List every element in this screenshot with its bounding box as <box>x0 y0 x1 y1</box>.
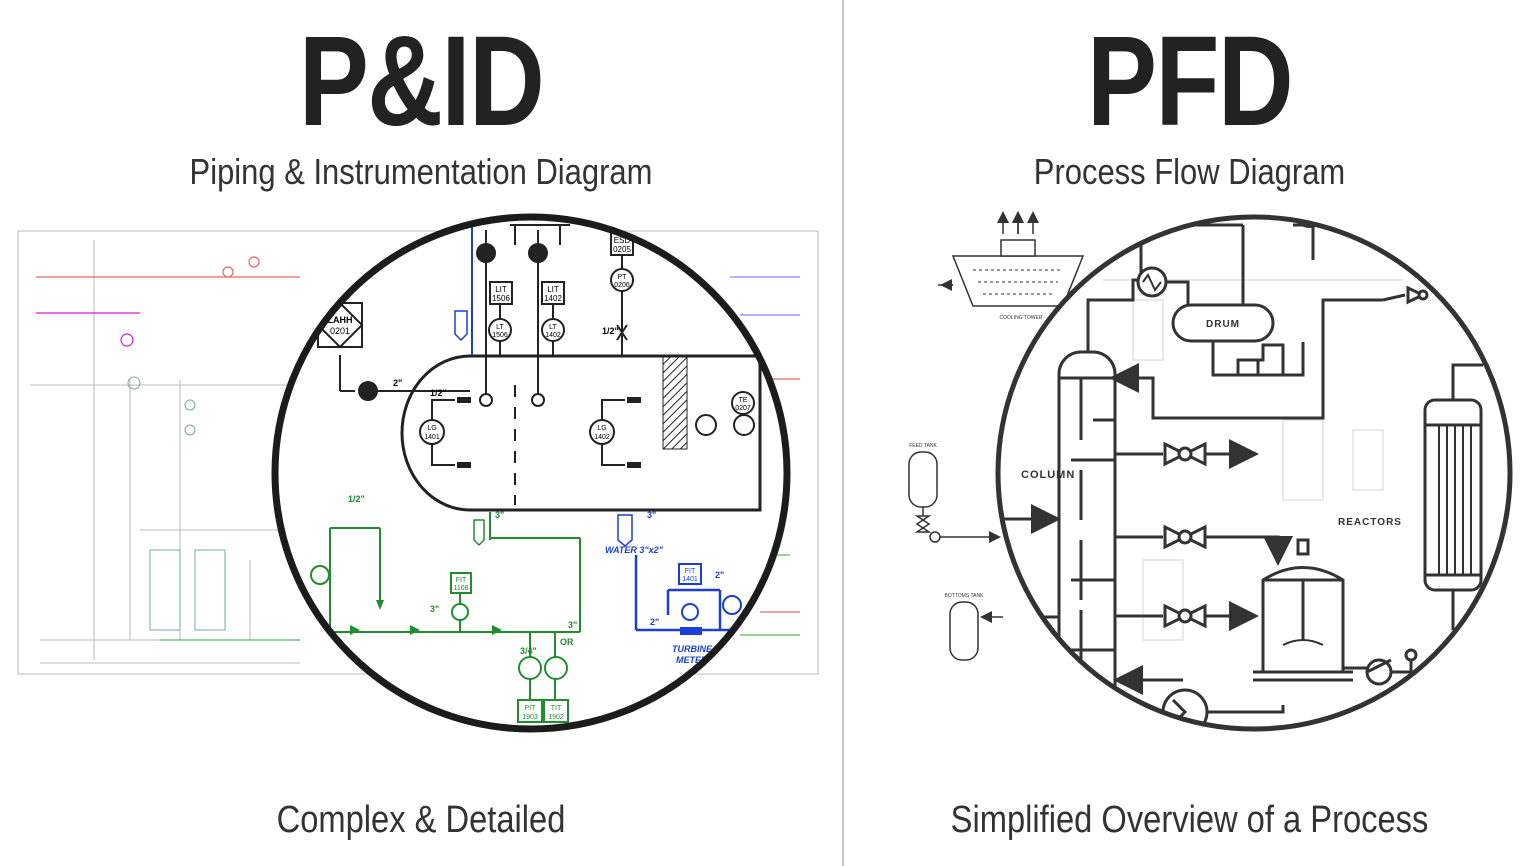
svg-text:LAHH: LAHH <box>328 315 353 325</box>
svg-text:PIT: PIT <box>525 705 537 712</box>
pid-lsh-left-icon <box>476 243 496 263</box>
svg-text:1108: 1108 <box>453 585 468 592</box>
svg-text:LIT: LIT <box>547 285 559 294</box>
pid-caption: Complex & Detailed <box>276 799 566 841</box>
pfd-cooling-tower-label: COOLING TOWER <box>1000 315 1043 321</box>
svg-text:3": 3" <box>568 620 577 630</box>
pid-red-line <box>36 256 800 613</box>
pid-lit-1402: LIT 1402 <box>541 281 565 305</box>
pid-panel: P&ID Piping & Instrumentation Diagram <box>17 10 819 841</box>
pfd-bottoms-tank <box>949 601 1003 661</box>
svg-text:3": 3" <box>495 510 504 520</box>
pfd-drum <box>1171 303 1275 343</box>
svg-text:1/2": 1/2" <box>430 388 447 398</box>
pid-lg-1402: LG 1402 <box>589 397 641 468</box>
pid-pit-1903: PIT 1903 <box>517 656 543 723</box>
pfd-reactors-label: REACTORS <box>1338 517 1402 528</box>
pid-lit-1506: LIT 1506 <box>489 281 513 305</box>
pfd-cooling-tower <box>938 211 1085 307</box>
pfd-feed-tank-label: FEED TANK <box>909 443 937 449</box>
svg-text:3/4": 3/4" <box>520 646 537 656</box>
pid-vessel <box>400 354 762 512</box>
pid-fit-1108: FIT 1108 <box>450 572 472 621</box>
svg-text:TIT: TIT <box>551 705 562 712</box>
svg-text:LT: LT <box>549 324 557 331</box>
svg-text:ESD: ESD <box>614 236 631 245</box>
pfd-panel: PFD Process Flow Diagram <box>843 0 1536 866</box>
svg-text:1506: 1506 <box>492 294 510 303</box>
pid-magnified-content: LAHH 0201 LIT 1506 LIT 1402 LT 1506 <box>300 222 762 723</box>
svg-text:LIT: LIT <box>495 285 507 294</box>
pid-blue-faint <box>730 276 800 316</box>
svg-text:FIT: FIT <box>685 568 696 575</box>
pid-blue-tag <box>454 310 468 342</box>
pid-lsh-side-icon <box>358 381 378 401</box>
svg-text:METER: METER <box>676 655 708 665</box>
svg-text:0201: 0201 <box>330 326 350 336</box>
pid-pt-0206: PT 0206 <box>610 268 634 292</box>
pid-te-0207: TE 0207 <box>695 391 755 436</box>
svg-text:1402: 1402 <box>594 434 610 441</box>
svg-text:LT: LT <box>496 324 504 331</box>
svg-text:1506: 1506 <box>492 332 508 339</box>
pfd-column-label: COLUMN <box>1021 469 1075 481</box>
pfd-reactor-vessel <box>1253 538 1353 682</box>
svg-text:LG: LG <box>427 425 436 432</box>
svg-text:0206: 0206 <box>614 282 630 289</box>
pid-subtitle: Piping & Instrumentation Diagram <box>189 151 653 192</box>
pid-tit-1902: TIT 1902 <box>543 656 569 723</box>
pid-magenta-line <box>36 312 140 347</box>
pid-lg-1401: LG 1401 <box>419 397 471 468</box>
pfd-diagram: COOLING TOWER FEED TANK BOTTOMS TANK <box>908 211 1513 732</box>
svg-text:1903: 1903 <box>522 714 538 721</box>
svg-text:TE: TE <box>739 397 748 404</box>
svg-text:2": 2" <box>393 378 402 388</box>
pfd-bottoms-tank-label: BOTTOMS TANK <box>945 593 985 599</box>
pid-fit-1401: FIT 1401 <box>678 563 742 621</box>
svg-text:3": 3" <box>430 604 439 614</box>
svg-text:FIT: FIT <box>456 577 467 584</box>
svg-text:3": 3" <box>647 510 656 520</box>
pid-half-inch-label: 1/2" <box>602 326 619 336</box>
pfd-subtitle: Process Flow Diagram <box>1033 151 1346 192</box>
pfd-magnifier-ring <box>995 214 1513 732</box>
pfd-feed-tank <box>908 451 1001 543</box>
pid-mist-eliminator <box>662 356 688 450</box>
pid-lt-1402: LT 1402 <box>541 318 565 342</box>
pid-lsl-icon <box>528 243 548 263</box>
svg-text:TURBINE: TURBINE <box>672 644 713 654</box>
svg-text:2": 2" <box>650 617 659 627</box>
svg-text:0205: 0205 <box>613 245 631 254</box>
svg-text:1402: 1402 <box>545 332 561 339</box>
pfd-pump <box>1365 658 1393 686</box>
svg-text:1401: 1401 <box>682 576 698 583</box>
svg-text:1402: 1402 <box>544 294 562 303</box>
svg-text:1401: 1401 <box>424 434 440 441</box>
pid-green-piping <box>300 512 581 700</box>
pfd-column <box>1057 350 1117 729</box>
svg-text:1/2": 1/2" <box>348 494 365 504</box>
svg-text:WATER 3"x2": WATER 3"x2" <box>605 545 664 555</box>
svg-text:OR: OR <box>560 637 574 647</box>
pid-title: P&ID <box>298 10 545 153</box>
pfd-title: PFD <box>1087 10 1294 153</box>
pfd-drum-label: DRUM <box>1206 319 1240 330</box>
pfd-valve-row <box>1115 439 1293 631</box>
svg-text:1902: 1902 <box>548 714 564 721</box>
svg-text:PT: PT <box>618 274 628 281</box>
pfd-reactor-tubes <box>1423 363 1483 630</box>
center-divider <box>842 0 844 866</box>
pfd-caption: Simplified Overview of a Process <box>950 799 1429 841</box>
pid-green-faint <box>127 376 300 641</box>
svg-text:LG: LG <box>597 425 606 432</box>
pid-magnifier: LAHH 0201 LIT 1506 LIT 1402 LT 1506 <box>271 213 791 733</box>
svg-text:0207: 0207 <box>735 405 751 412</box>
pid-magnifier-ring <box>271 213 791 733</box>
pid-lt-1506: LT 1506 <box>488 318 512 342</box>
svg-text:2": 2" <box>715 570 724 580</box>
